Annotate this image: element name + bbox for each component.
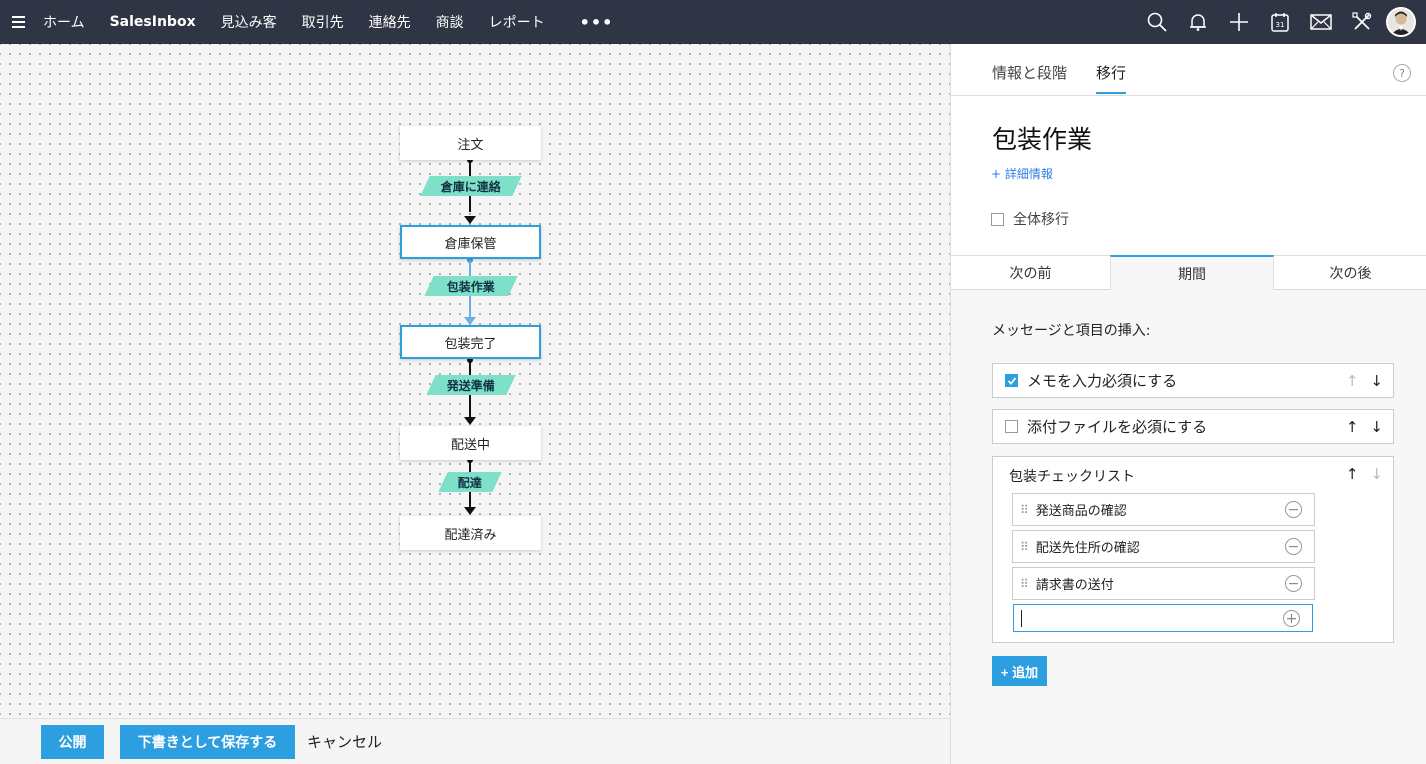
nav-home[interactable]: ホーム bbox=[43, 15, 85, 31]
stage-node[interactable]: 配達済み bbox=[400, 516, 541, 550]
new-checklist-item-field[interactable]: + bbox=[1013, 604, 1313, 632]
stage-node[interactable]: 注文 bbox=[400, 126, 541, 160]
require-note-checkbox[interactable] bbox=[1005, 374, 1018, 387]
plus-icon[interactable] bbox=[1218, 0, 1259, 44]
transition-text: 発送準備 bbox=[446, 378, 495, 393]
bell-icon[interactable] bbox=[1177, 0, 1218, 44]
nav-accounts[interactable]: 取引先 bbox=[301, 15, 344, 31]
move-up-icon[interactable]: ↑ bbox=[1345, 372, 1359, 390]
blueprint-canvas[interactable]: 注文 倉庫保管 包装完了 配送中 配達済み 倉庫に連絡 包装作業 発送準備 配達 bbox=[0, 44, 950, 718]
nav-reports[interactable]: レポート bbox=[488, 15, 545, 31]
transition-text: 配達 bbox=[457, 475, 482, 490]
checklist-item[interactable]: ⠿ 請求書の送付 − bbox=[1012, 567, 1315, 600]
cancel-button[interactable]: キャンセル bbox=[307, 733, 383, 751]
connector-arrow bbox=[464, 417, 476, 425]
require-note-label: メモを入力必須にする bbox=[1027, 372, 1178, 390]
panel-header: 情報と段階 移行 ? 包装作業 + 詳細情報 全体移行 bbox=[951, 44, 1426, 255]
nav-salesinbox[interactable]: SalesInbox bbox=[109, 14, 196, 30]
connector-arrow-selected bbox=[464, 317, 476, 325]
global-transition-row: 全体移行 bbox=[991, 209, 1069, 229]
checklist-item[interactable]: ⠿ 発送商品の確認 − bbox=[1012, 493, 1315, 526]
panel-tabs: 情報と段階 移行 ? bbox=[951, 44, 1426, 96]
more-info-link[interactable]: + 詳細情報 bbox=[991, 167, 1053, 181]
tab-info-and-stages[interactable]: 情報と段階 bbox=[992, 64, 1068, 82]
connector-arrow bbox=[464, 507, 476, 515]
transition-label-selected[interactable]: 包装作業 bbox=[424, 276, 518, 296]
stage-node[interactable]: 配送中 bbox=[400, 426, 541, 460]
calendar-icon[interactable]: 31 bbox=[1259, 0, 1300, 44]
user-avatar[interactable] bbox=[1386, 7, 1416, 37]
nav-more-icon[interactable]: ••• bbox=[579, 12, 614, 32]
checklist-item[interactable]: ⠿ 配送先住所の確認 − bbox=[1012, 530, 1315, 563]
move-up-icon[interactable]: ↑ bbox=[1345, 465, 1359, 483]
global-transition-label: 全体移行 bbox=[1013, 212, 1069, 228]
tab-during[interactable]: 期間 bbox=[1110, 255, 1274, 290]
connector-arrow bbox=[464, 216, 476, 224]
drag-handle-icon[interactable]: ⠿ bbox=[1020, 502, 1029, 517]
drag-handle-icon[interactable]: ⠿ bbox=[1020, 539, 1029, 554]
mail-icon[interactable] bbox=[1300, 0, 1341, 44]
add-button[interactable]: + 追加 bbox=[992, 656, 1047, 686]
stage-node-label: 配達済み bbox=[444, 527, 497, 543]
require-attachment-label: 添付ファイルを必須にする bbox=[1027, 418, 1208, 436]
search-icon[interactable] bbox=[1136, 0, 1177, 44]
footer-action-bar: 公開 下書きとして保存する キャンセル bbox=[0, 718, 950, 764]
move-down-icon[interactable]: ↓ bbox=[1370, 372, 1383, 390]
insert-section-label: メッセージと項目の挿入: bbox=[992, 323, 1151, 339]
stage-node-label: 注文 bbox=[457, 137, 484, 153]
stage-node-selected[interactable]: 包装完了 bbox=[400, 325, 541, 359]
remove-item-icon[interactable]: − bbox=[1285, 575, 1302, 592]
tab-before[interactable]: 次の前 bbox=[951, 255, 1110, 290]
stage-tabs: 次の前 期間 次の後 bbox=[951, 255, 1426, 290]
stage-node-label: 配送中 bbox=[450, 437, 490, 453]
transition-text: 倉庫に連絡 bbox=[440, 179, 501, 194]
nav-contacts[interactable]: 連絡先 bbox=[368, 15, 411, 31]
move-down-icon[interactable]: ↓ bbox=[1370, 465, 1383, 483]
tab-after[interactable]: 次の後 bbox=[1274, 255, 1426, 290]
move-down-icon[interactable]: ↓ bbox=[1370, 418, 1383, 436]
tools-icon[interactable] bbox=[1341, 0, 1382, 44]
remove-item-icon[interactable]: − bbox=[1285, 501, 1302, 518]
checklist-item-label: 配送先住所の確認 bbox=[1035, 541, 1140, 556]
stage-node-label: 倉庫保管 bbox=[444, 236, 497, 252]
transition-label[interactable]: 倉庫に連絡 bbox=[420, 176, 522, 196]
top-navigation-bar: ホーム SalesInbox 見込み客 取引先 連絡先 商談 レポート ••• … bbox=[0, 0, 1426, 44]
tab-transition[interactable]: 移行 bbox=[1096, 62, 1127, 94]
checklist-title: 包装チェックリスト bbox=[1009, 469, 1135, 485]
transition-text: 包装作業 bbox=[446, 279, 495, 294]
checklist-block: 包装チェックリスト ↑ ↓ ⠿ 発送商品の確認 − ⠿ 配送先住所の確認 − ⠿… bbox=[992, 456, 1394, 643]
stage-node-selected[interactable]: 倉庫保管 bbox=[400, 225, 541, 259]
stage-node-label: 包装完了 bbox=[444, 336, 497, 352]
nav-leads[interactable]: 見込み客 bbox=[220, 15, 277, 31]
help-icon[interactable]: ? bbox=[1393, 64, 1411, 82]
remove-item-icon[interactable]: − bbox=[1285, 538, 1302, 555]
checkmark-icon bbox=[1007, 376, 1016, 385]
new-checklist-item-input[interactable] bbox=[1014, 605, 1274, 631]
move-up-icon[interactable]: ↑ bbox=[1345, 418, 1359, 436]
require-attachment-option: 添付ファイルを必須にする ↑ ↓ bbox=[992, 409, 1394, 444]
hamburger-menu-icon[interactable] bbox=[0, 0, 36, 44]
transition-label[interactable]: 発送準備 bbox=[426, 375, 516, 395]
transition-settings-panel: 情報と段階 移行 ? 包装作業 + 詳細情報 全体移行 次の前 期間 次の後 メ… bbox=[950, 44, 1426, 764]
drag-handle-icon[interactable]: ⠿ bbox=[1020, 576, 1029, 591]
checklist-item-label: 請求書の送付 bbox=[1035, 578, 1114, 593]
nav-deals[interactable]: 商談 bbox=[435, 15, 464, 31]
save-draft-button[interactable]: 下書きとして保存する bbox=[120, 724, 295, 759]
require-note-option: メモを入力必須にする ↑ ↓ bbox=[992, 363, 1394, 398]
calendar-day-text: 31 bbox=[1275, 21, 1284, 29]
add-item-icon[interactable]: + bbox=[1283, 610, 1300, 627]
publish-button[interactable]: 公開 bbox=[41, 724, 104, 759]
require-attachment-checkbox[interactable] bbox=[1005, 420, 1018, 433]
checklist-item-label: 発送商品の確認 bbox=[1035, 504, 1127, 519]
transition-label[interactable]: 配達 bbox=[438, 472, 502, 492]
text-caret bbox=[1021, 610, 1022, 627]
global-transition-checkbox[interactable] bbox=[991, 212, 1004, 226]
transition-title: 包装作業 bbox=[992, 125, 1093, 154]
